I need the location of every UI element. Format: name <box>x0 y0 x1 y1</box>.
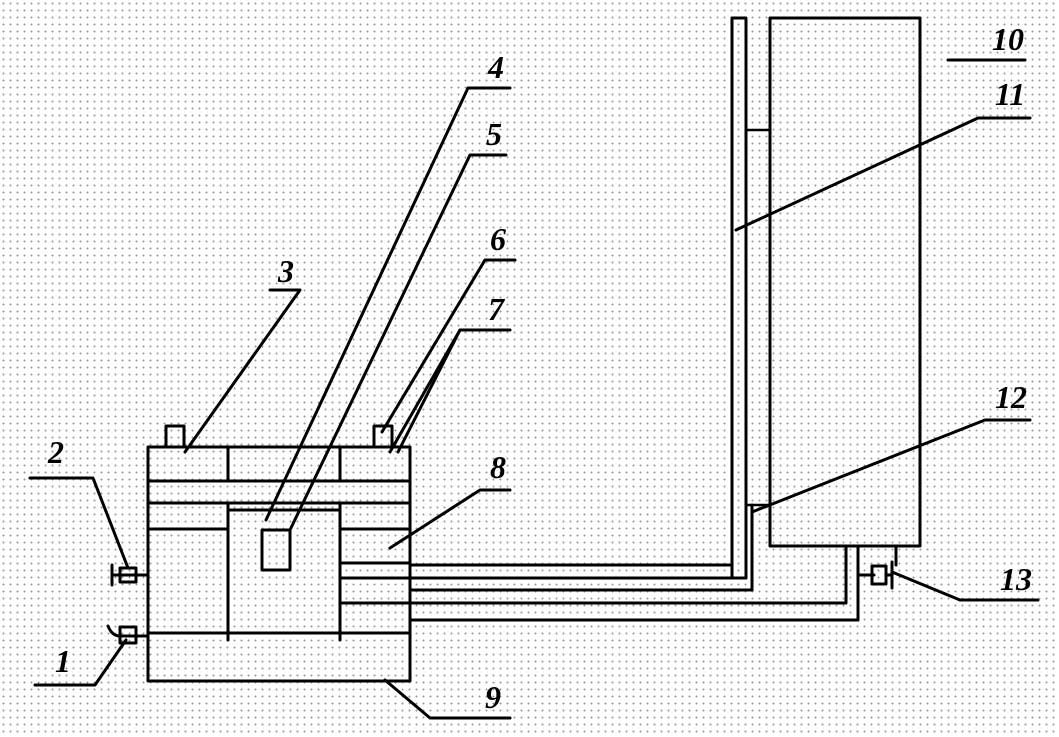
label-9: 9 <box>485 679 501 715</box>
connecting-pipes <box>408 503 860 622</box>
label-11: 11 <box>995 76 1025 112</box>
labels: 1 2 3 4 5 6 7 8 9 10 11 12 13 <box>47 21 1032 715</box>
label-7: 7 <box>488 291 506 327</box>
level-tube <box>730 16 770 580</box>
label-10: 10 <box>992 21 1024 57</box>
valve-2 <box>110 563 150 587</box>
label-8: 8 <box>490 449 506 485</box>
vessel <box>146 424 412 683</box>
valve-1 <box>106 624 150 645</box>
label-2: 2 <box>47 434 64 470</box>
label-13: 13 <box>1000 561 1032 597</box>
tank-bottom-fitting <box>844 544 898 622</box>
leader-lines <box>28 58 1040 720</box>
label-5: 5 <box>486 116 502 152</box>
label-3: 3 <box>277 253 294 289</box>
tank-body <box>768 16 922 548</box>
label-6: 6 <box>490 221 506 257</box>
label-12: 12 <box>995 379 1027 415</box>
label-1: 1 <box>55 643 71 679</box>
valve-13 <box>856 560 894 590</box>
label-4: 4 <box>487 49 504 85</box>
